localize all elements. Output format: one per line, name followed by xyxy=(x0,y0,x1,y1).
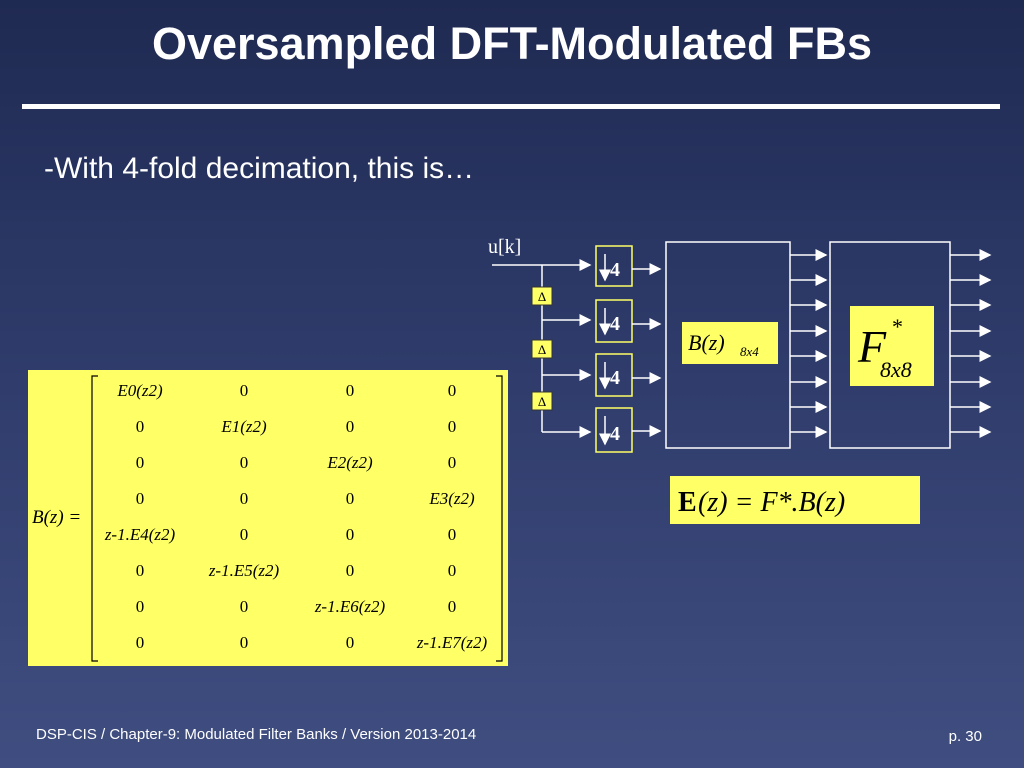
b-matrix-block xyxy=(665,241,791,449)
matrix-cell: E2(z2) xyxy=(326,453,373,472)
svg-text:4: 4 xyxy=(610,367,620,389)
matrix-cell: 0 xyxy=(346,489,355,508)
matrix-cell: 0 xyxy=(346,525,355,544)
decimator-box: 4 xyxy=(595,407,633,453)
svg-text:B(z): B(z) xyxy=(688,330,725,355)
f-output-arrows xyxy=(950,249,992,438)
matrix-cell: 0 xyxy=(136,597,145,616)
slide-title: Oversampled DFT-Modulated FBs xyxy=(151,18,873,69)
matrix-cell: 0 xyxy=(346,633,355,652)
filter-bank-diagram: u[k] Δ Δ Δ 4 4 4 4 xyxy=(28,236,992,666)
matrix-cell: 0 xyxy=(136,453,145,472)
matrix-cell: 0 xyxy=(448,453,457,472)
slide-subtitle: -With 4-fold decimation, this is… xyxy=(44,152,475,185)
decimator-box: 4 xyxy=(595,299,633,343)
matrix-cell: E0(z2) xyxy=(116,381,163,400)
matrix-cell: z-1.E6(z2) xyxy=(314,597,386,616)
svg-text:Δ: Δ xyxy=(538,394,546,409)
delay-chain xyxy=(492,259,592,438)
matrix-cell: 0 xyxy=(448,381,457,400)
matrix-cell: 0 xyxy=(240,381,249,400)
b-block-label: B(z) 8x4 xyxy=(682,322,778,364)
decimator-box: 4 xyxy=(595,353,633,397)
svg-text:4: 4 xyxy=(610,423,620,445)
matrix-cell: E1(z2) xyxy=(220,417,267,436)
matrix-cell: 0 xyxy=(448,417,457,436)
svg-text:4: 4 xyxy=(610,313,620,335)
matrix-cell: 0 xyxy=(136,561,145,580)
matrix-cell: 0 xyxy=(346,417,355,436)
f-block-label: F * 8x8 xyxy=(850,306,934,386)
delay-box: Δ xyxy=(531,391,553,411)
svg-text:(z) = F*.B(z): (z) = F*.B(z) xyxy=(698,487,845,518)
delay-box: Δ xyxy=(531,339,553,359)
matrix-cell: E3(z2) xyxy=(428,489,475,508)
svg-text:8x8: 8x8 xyxy=(880,357,912,382)
svg-text:Δ: Δ xyxy=(538,289,546,304)
svg-text:*: * xyxy=(892,314,903,339)
matrix-cell: 0 xyxy=(136,633,145,652)
input-label: u[k] xyxy=(488,236,521,258)
svg-text:F: F xyxy=(857,321,887,372)
b-output-arrows xyxy=(790,249,828,438)
matrix-cell: 0 xyxy=(346,561,355,580)
matrix-cell: z-1.E4(z2) xyxy=(104,525,176,544)
matrix-cell: 0 xyxy=(240,525,249,544)
svg-text:E: E xyxy=(678,487,697,518)
decimator-box: 4 xyxy=(595,245,633,287)
matrix-cell: 0 xyxy=(136,489,145,508)
f-matrix-block xyxy=(829,241,951,449)
matrix-lhs: B(z) = xyxy=(32,507,81,528)
matrix-cell: 0 xyxy=(346,381,355,400)
svg-text:8x4: 8x4 xyxy=(740,344,759,359)
matrix-cell: 0 xyxy=(240,453,249,472)
matrix-cell: z-1.E5(z2) xyxy=(208,561,280,580)
svg-text:Δ: Δ xyxy=(538,342,546,357)
matrix-cell: 0 xyxy=(240,489,249,508)
matrix-cell: 0 xyxy=(136,417,145,436)
matrix-cell: z-1.E7(z2) xyxy=(416,633,488,652)
footer-course-info: DSP-CIS / Chapter-9: Modulated Filter Ba… xyxy=(36,726,477,743)
page-number: p. 30 xyxy=(948,728,982,745)
delay-box: Δ xyxy=(531,286,553,306)
matrix-cell: 0 xyxy=(448,597,457,616)
decimator-output-arrows xyxy=(632,263,662,437)
title-divider xyxy=(22,104,1000,109)
matrix-cell: 0 xyxy=(448,561,457,580)
svg-text:4: 4 xyxy=(610,259,620,281)
matrix-cell: 0 xyxy=(240,633,249,652)
matrix-cell: 0 xyxy=(240,597,249,616)
matrix-cell: 0 xyxy=(448,525,457,544)
equation-box: E (z) = F*.B(z) xyxy=(670,476,920,524)
